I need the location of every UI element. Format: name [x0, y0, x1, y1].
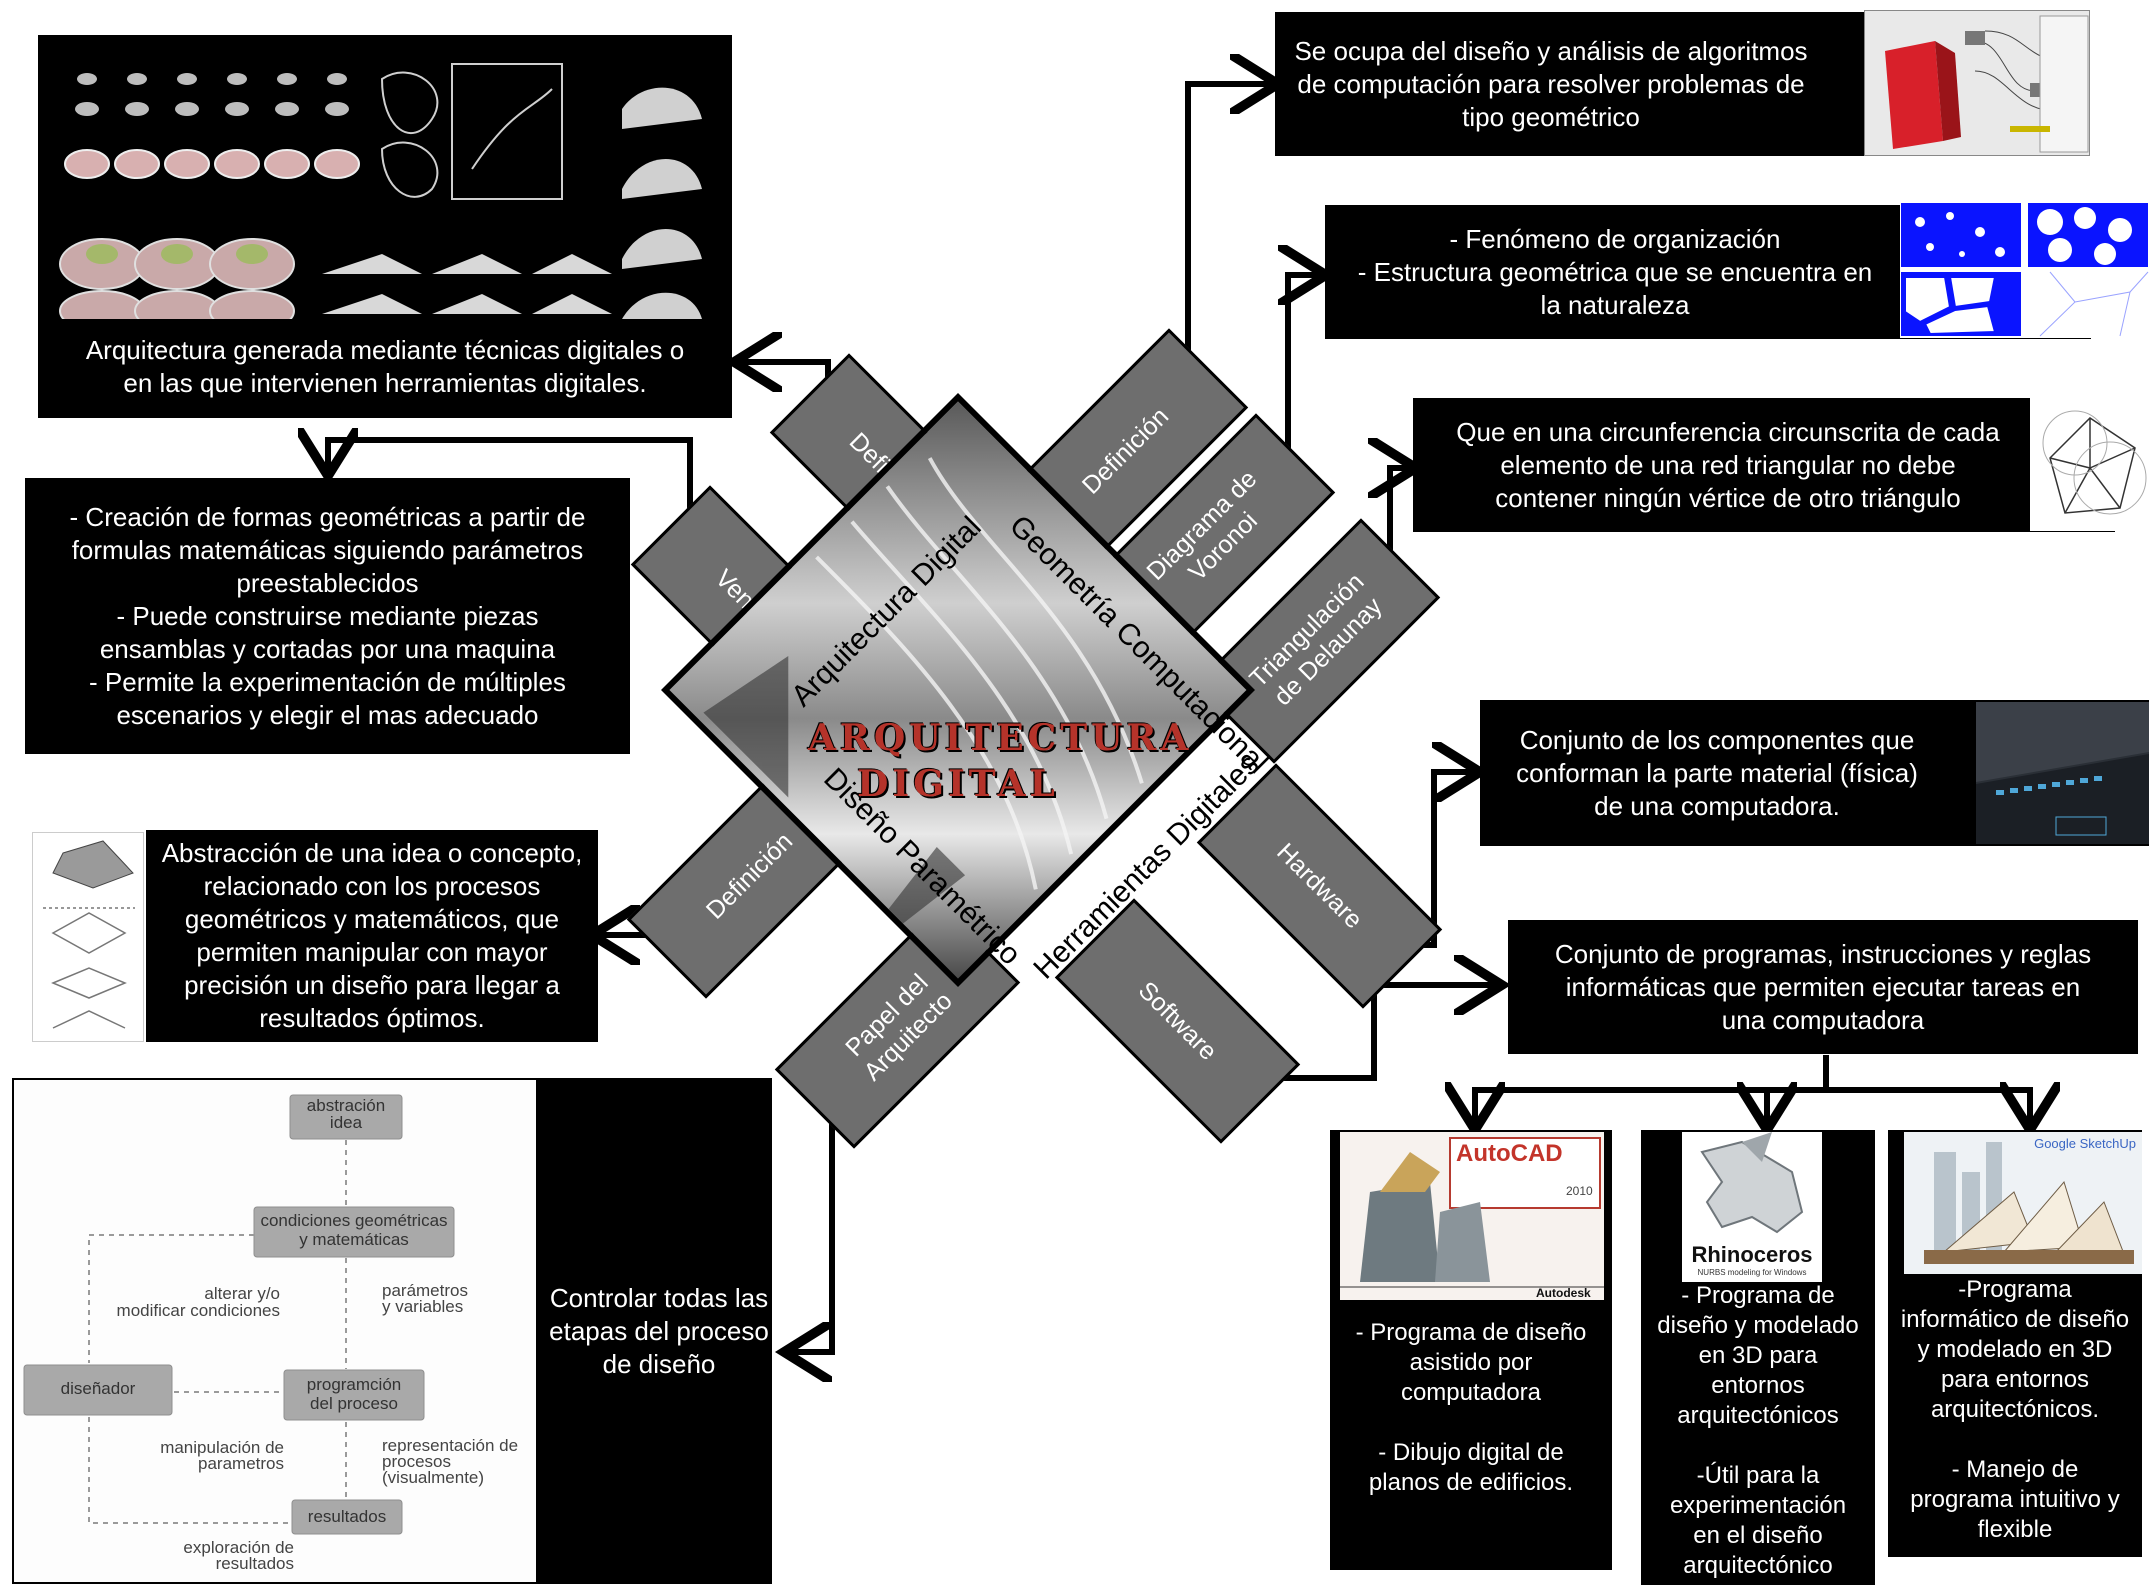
- flow-representacion: representación de procesos (visualmente): [382, 1436, 519, 1487]
- software-box: Conjunto de programas, instrucciones y r…: [1508, 920, 2138, 1054]
- arquitectura-digital-text: Arquitectura generada mediante técnicas …: [85, 335, 685, 398]
- geometria-text: Se ocupa del diseño y análisis de algori…: [1294, 35, 1808, 132]
- center-title: ARQUITECTURA DIGITAL: [808, 717, 1193, 805]
- sketchup-logo-image: Google SketchUp: [1904, 1132, 2142, 1274]
- flow-alterar: alterar y/o modificar condiciones: [116, 1284, 280, 1320]
- flow-exploracion: exploración de resultados: [183, 1538, 294, 1573]
- parametric-diagram-image: [32, 832, 144, 1042]
- flow-programacion: programción del proceso: [306, 1375, 402, 1413]
- flow-disenador: diseñador: [60, 1379, 136, 1398]
- arrow-papel: [790, 1070, 835, 1352]
- autocad-year: 2010: [1566, 1184, 1593, 1198]
- papel-text: Controlar todas las etapas del proceso d…: [549, 1282, 769, 1379]
- sketchup-text: -Programa informático de diseño y modela…: [1900, 1276, 2130, 1543]
- center-diamond-image: [661, 393, 1255, 987]
- parametrico-text: Abstracción de una idea o concepto, rela…: [161, 838, 583, 1033]
- autocad-logo-image: AutoCAD 2010 Autodesk: [1340, 1132, 1604, 1300]
- arrow-software: [1240, 985, 1496, 1081]
- parametrico-box: Abstracción de una idea o concepto, rela…: [146, 830, 598, 1042]
- hardware-text: Conjunto de los componentes que conforma…: [1516, 724, 1918, 821]
- flow-parametros: parámetros y variables: [382, 1281, 468, 1316]
- ventajas-text: - Creación de formas geométricas a parti…: [69, 501, 586, 730]
- design-process-flowchart: abstración idea condiciones geométricas …: [14, 1080, 536, 1582]
- rhino-logo-image: Rhinoceros NURBS modeling for Windows: [1682, 1132, 1822, 1282]
- rhino-box: - Programa de diseño y modelado en 3D pa…: [1641, 1130, 1875, 1585]
- delaunay-text: Que en una circunferencia circunscrita d…: [1456, 416, 2000, 513]
- software-text: Conjunto de programas, instrucciones y r…: [1554, 938, 2092, 1035]
- architecture-renders-image: [59, 63, 702, 319]
- autocad-logo-text: AutoCAD: [1456, 1140, 1563, 1167]
- rhino-text: - Programa de diseño y modelado en 3D pa…: [1657, 1282, 1859, 1579]
- arrow-autocad: [1475, 1055, 1829, 1124]
- delaunay-box: Que en una circunferencia circunscrita d…: [1413, 398, 2115, 532]
- flow-resultados: resultados: [307, 1507, 387, 1526]
- arrow-geometria: [1185, 84, 1272, 380]
- flow-manipulacion: manipulación de parametros: [160, 1438, 284, 1473]
- rhino-logo-text: Rhinoceros: [1691, 1242, 1813, 1267]
- autocad-text: - Programa de diseño asistido por comput…: [1355, 1319, 1587, 1496]
- grasshopper-screenshot: [1864, 10, 2090, 156]
- arquitectura-digital-box: Arquitectura generada mediante técnicas …: [38, 35, 732, 418]
- arrow-sketchup: [1826, 1090, 2030, 1124]
- rhino-logo-subtext: NURBS modeling for Windows: [1697, 1268, 1807, 1277]
- autodesk-text: Autodesk: [1536, 1286, 1591, 1300]
- arrow-ventajas: [328, 440, 693, 548]
- ventajas-box: - Creación de formas geométricas a parti…: [25, 478, 630, 754]
- sketchup-logo-text: Google SketchUp: [2034, 1136, 2136, 1151]
- laptop-image: [1976, 702, 2149, 844]
- flow-condiciones: condiciones geométricas y matemáticas: [260, 1211, 448, 1249]
- voronoi-images: [1900, 202, 2149, 338]
- voronoi-text: - Fenómeno de organización - Estructura …: [1357, 223, 1873, 320]
- delaunay-image: [2030, 398, 2149, 531]
- flow-abstraccion: abstración idea: [306, 1096, 386, 1132]
- arrow-voronoi: [1288, 275, 1320, 450]
